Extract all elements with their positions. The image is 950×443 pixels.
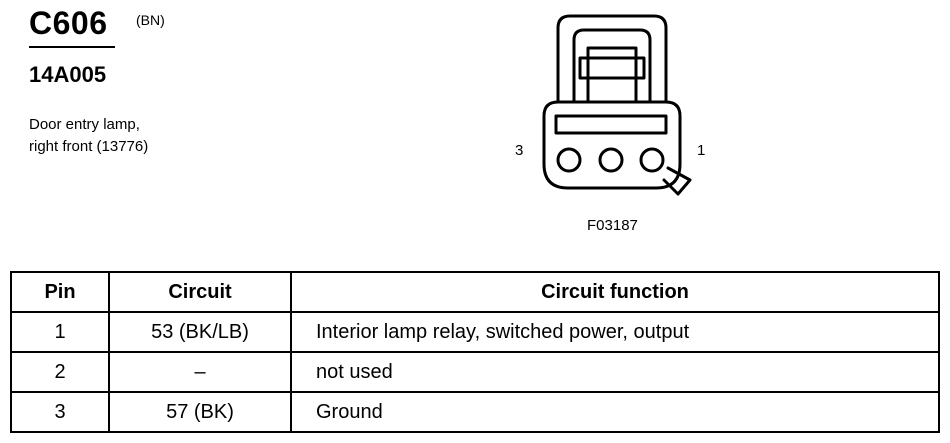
- connector-inner-hood: [572, 28, 652, 104]
- table-header-row: Pin Circuit Circuit function: [10, 271, 940, 313]
- pin-cavity-1: [639, 147, 665, 173]
- figure-id: F03187: [587, 217, 638, 234]
- connector-key-slot: [554, 114, 668, 135]
- cell-function: not used: [290, 351, 940, 393]
- cell-circuit: 57 (BK): [108, 391, 292, 433]
- connector-latch-tab: [586, 46, 638, 104]
- connector-body: [542, 100, 682, 190]
- connector-latch-window: [578, 56, 646, 80]
- table-row: 2 – not used: [10, 351, 940, 393]
- color-code: (BN): [136, 12, 165, 28]
- table-row: 1 53 (BK/LB) Interior lamp relay, switch…: [10, 311, 940, 353]
- cell-function: Ground: [290, 391, 940, 433]
- connector-id: C606: [29, 5, 108, 41]
- header-circuit: Circuit: [108, 271, 292, 313]
- pin-table: Pin Circuit Circuit function 1 53 (BK/LB…: [10, 271, 940, 433]
- connector-polarization-tab: [662, 166, 692, 196]
- header-function: Circuit function: [290, 271, 940, 313]
- title-rule: [29, 46, 115, 48]
- cell-pin: 1: [10, 311, 110, 353]
- cell-function: Interior lamp relay, switched power, out…: [290, 311, 940, 353]
- description-line-1: Door entry lamp,: [29, 116, 140, 133]
- part-number: 14A005: [29, 62, 107, 87]
- description-line-2: right front (13776): [29, 138, 149, 155]
- pin-label-right: 1: [697, 142, 705, 159]
- pin-cavity-3: [556, 147, 582, 173]
- table-row: 3 57 (BK) Ground: [10, 391, 940, 433]
- header-pin: Pin: [10, 271, 110, 313]
- pin-label-left: 3: [515, 142, 523, 159]
- cell-pin: 2: [10, 351, 110, 393]
- description: Door entry lamp, right front (13776): [29, 114, 148, 158]
- pin-cavity-2: [598, 147, 624, 173]
- cell-circuit: 53 (BK/LB): [108, 311, 292, 353]
- cell-circuit: –: [108, 351, 292, 393]
- connector-diagram: 3 1 F03187: [515, 14, 705, 234]
- cell-pin: 3: [10, 391, 110, 433]
- connector-outer-hood: [556, 14, 668, 104]
